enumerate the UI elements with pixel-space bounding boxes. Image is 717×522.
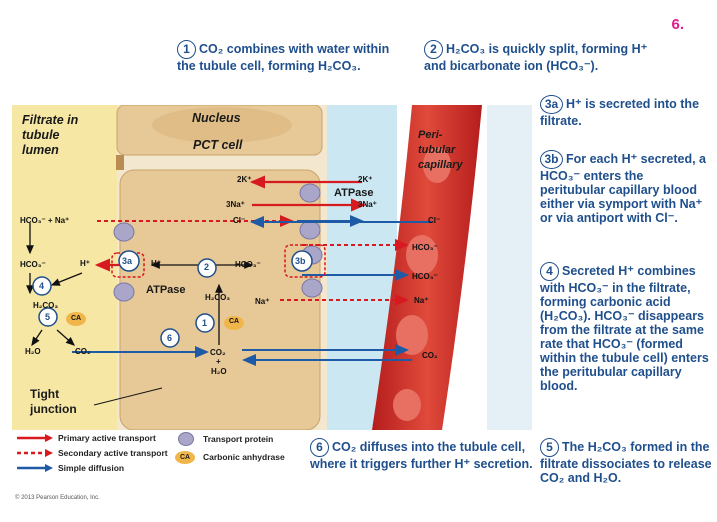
step-badge: 1 [177, 40, 196, 59]
k2-right: 2K⁺ [358, 175, 373, 184]
h2o-lumen: H₂O [25, 347, 41, 356]
badge-4: 4 [39, 281, 45, 291]
na3-left: 3Na⁺ [226, 200, 245, 209]
h2o-cell: H₂O [211, 367, 227, 376]
tight-junction-label: Tight junction [30, 387, 77, 416]
filtrate-label: Filtrate in tubule lumen [22, 113, 79, 157]
transport-protein-icon [178, 432, 194, 446]
step-badge: 3b [540, 150, 563, 169]
callout-text: H₂CO₃ is quickly split, forming H⁺ and b… [424, 41, 648, 73]
atpase-left-label: ATPase [146, 284, 186, 296]
callout-text: The H₂CO₃ formed in the filtrate dissoci… [540, 439, 712, 485]
transport-proteins [113, 183, 323, 302]
pct-label: PCT cell [193, 138, 243, 152]
atpase-top-label: ATPase [334, 187, 374, 199]
h2co3-lumen: H₂CO₃ [33, 301, 59, 310]
legend-diffusion: Simple diffusion [58, 463, 125, 473]
capillary-label: Peri-tubular capillary [418, 129, 463, 171]
legend-secondary: Secondary active transport [58, 448, 168, 458]
h2co3-cell: H₂CO₃ [205, 293, 231, 302]
callout-text: H⁺ is secreted into the filtrate. [540, 96, 700, 128]
na-cap: Na⁺ [414, 296, 429, 305]
badge-6: 6 [167, 333, 173, 343]
hco3-cell: HCO₃⁻ [235, 260, 261, 269]
copyright: © 2013 Pearson Education, Inc. [15, 495, 100, 501]
nucleus-label: Nucleus [192, 111, 241, 125]
step-badge: 5 [540, 438, 559, 457]
callout-text: CO₂ diffuses into the tubule cell, where… [310, 439, 533, 471]
plus-cell: + [216, 357, 221, 366]
ca-badge-text: CA [179, 454, 191, 461]
step-badge: 6 [310, 438, 329, 457]
hco3-na-lumen: HCO₃⁻ + Na⁺ [20, 216, 70, 225]
cl-in: Cl⁻ [233, 216, 246, 225]
legend-ca: Carbonic anhydrase [203, 452, 285, 462]
co2-lumen: CO₂ [75, 347, 91, 356]
carbonic-anhydrase-icon: CA [175, 451, 195, 464]
co2-cell: CO₂ [210, 348, 226, 357]
hco3-lumen: HCO₃⁻ [20, 260, 46, 269]
step-badge: 2 [424, 40, 443, 59]
hco3-cap1: HCO₃⁻ [412, 243, 438, 252]
legend-arrows [17, 434, 53, 472]
na3-right: 3Na⁺ [358, 200, 377, 209]
ca-lumen: CA [71, 315, 82, 322]
co2-cap: CO₂ [422, 351, 438, 360]
badge-3a: 3a [122, 256, 133, 266]
h-lumen: H⁺ [80, 259, 90, 268]
legend-protein: Transport protein [203, 434, 274, 444]
badge-1: 1 [202, 318, 208, 328]
badge-2: 2 [204, 262, 210, 272]
k2-left: 2K⁺ [237, 175, 252, 184]
h-cell: H⁺ [151, 259, 161, 268]
ca-cell: CA [229, 318, 240, 325]
legend-primary: Primary active transport [58, 433, 156, 443]
badge-3b: 3b [295, 256, 306, 266]
hco3-cap2: HCO₃⁻ [412, 272, 438, 281]
callout-text: For each H⁺ secreted, a HCO₃⁻ enters the… [540, 151, 706, 225]
na-cell: Na⁺ [255, 297, 270, 306]
nucleus-shape [152, 107, 292, 143]
cl-out: Cl⁻ [428, 216, 441, 225]
diagram-illustration [12, 105, 532, 430]
badge-5: 5 [45, 312, 51, 322]
page-number: 6. [671, 16, 684, 33]
callout-text: CO₂ combines with water within the tubul… [177, 41, 390, 73]
step-badge: 3a [540, 95, 563, 114]
callout-text: Secreted H⁺ combines with HCO₃⁻ in the f… [540, 263, 709, 393]
step-badge: 4 [540, 262, 559, 281]
